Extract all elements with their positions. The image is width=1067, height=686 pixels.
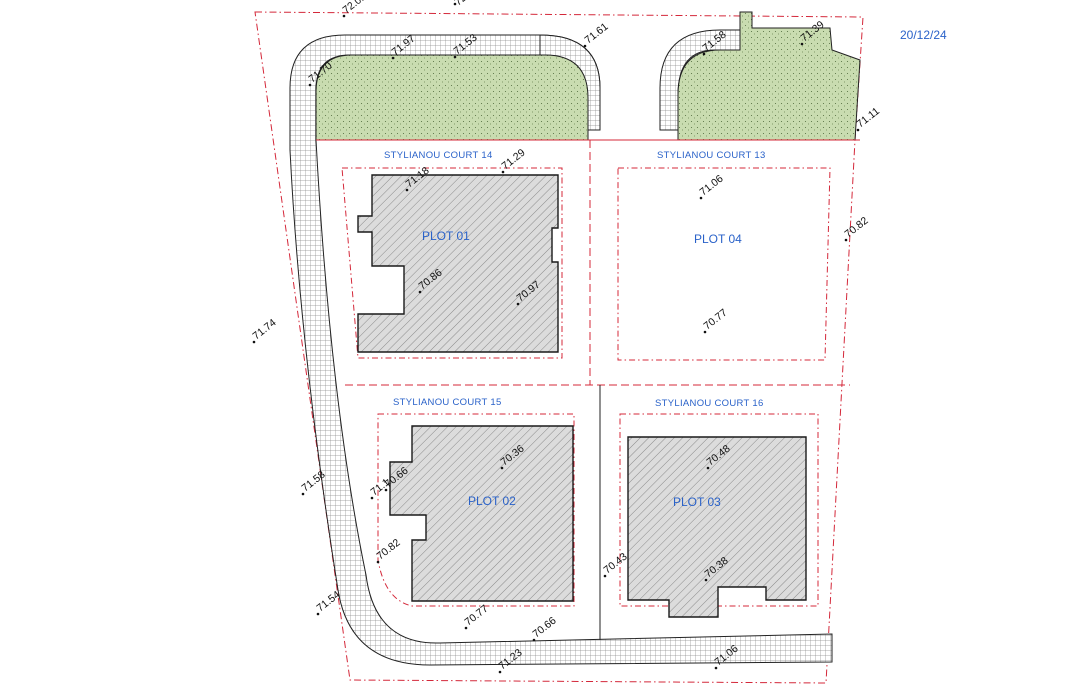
level-label: 71.11: [854, 105, 882, 130]
court-label-15: STYLIANOU COURT 15: [393, 397, 502, 408]
level-label: 71.06: [697, 173, 725, 199]
level-label: 71.74: [250, 317, 278, 343]
level-label: 72.01: [340, 0, 368, 16]
site-boundary: [254, 11, 864, 684]
plot-label-04: PLOT 04: [694, 232, 742, 246]
level-label: 70.82: [842, 215, 870, 241]
level-label: 70.66: [530, 615, 558, 641]
court-label-14: STYLIANOU COURT 14: [384, 150, 493, 161]
plot-label-03: PLOT 03: [673, 495, 721, 509]
building-plot-03: [627, 436, 807, 618]
level-label: 70.43: [601, 551, 629, 577]
plot-labels: PLOT 01 PLOT 04 PLOT 02 PLOT 03: [422, 229, 742, 509]
level-label: 71.61: [582, 21, 610, 47]
court-label-13: STYLIANOU COURT 13: [657, 150, 766, 161]
drawing-date: 20/12/24: [900, 28, 947, 42]
level-label: 71.29: [499, 147, 527, 173]
landscape-area-west: [315, 54, 589, 141]
court-labels: STYLIANOU COURT 14 STYLIANOU COURT 13 ST…: [384, 150, 766, 409]
plot-label-01: PLOT 01: [422, 229, 470, 243]
building-plot-02: [389, 425, 574, 602]
level-label: 70.77: [701, 307, 729, 333]
court-boundaries: [316, 139, 860, 386]
landscape-area-east: [677, 11, 861, 141]
setback-lines: [341, 167, 831, 607]
plot-label-02: PLOT 02: [468, 494, 516, 508]
level-label: 70.82: [374, 537, 402, 563]
level-label: 72: [452, 0, 469, 8]
court-label-16: STYLIANOU COURT 16: [655, 398, 764, 409]
building-plot-01: [357, 174, 559, 353]
